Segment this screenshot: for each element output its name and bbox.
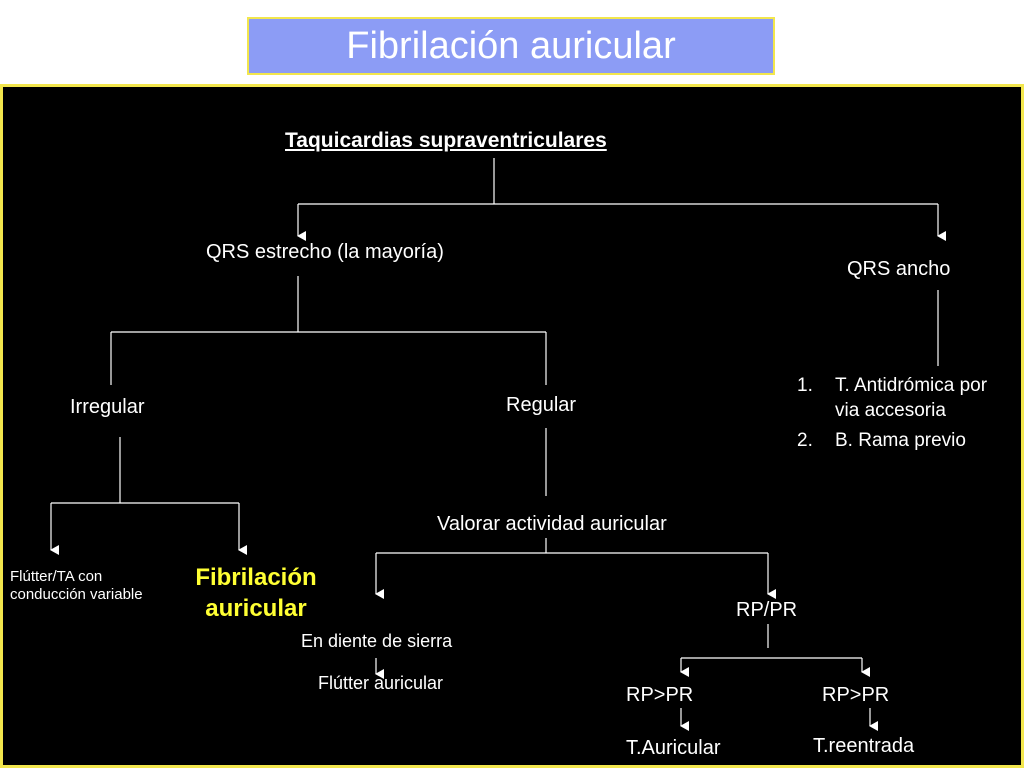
narrow-qrs-node: QRS estrecho (la mayoría) [206, 241, 444, 263]
slide-title: Fibrilación auricular [247, 17, 775, 75]
rp-gt-pr-left-node: RP>PR [626, 684, 694, 706]
rp-pr-node: RP/PR [736, 599, 798, 621]
flutter-ta-node: Flútter/TA con conducción variable [10, 568, 143, 603]
diagram-panel [0, 84, 1024, 768]
wide-qrs-cause-item: 1. T. Antidrómica por via accesoria [797, 375, 988, 421]
atrial-tachycardia-node: T.Auricular [626, 737, 721, 759]
wide-qrs-causes-list: 1. T. Antidrómica por via accesoria 2. B… [797, 374, 1015, 460]
atrial-flutter-node: Flútter auricular [318, 673, 444, 693]
regular-node: Regular [506, 394, 577, 416]
irregular-node: Irregular [70, 396, 145, 418]
rp-gt-pr-right-node: RP>PR [822, 684, 890, 706]
wide-qrs-cause-item: 2. B. Rama previo [797, 430, 966, 452]
reentrant-tachycardia-node: T.reentrada [813, 735, 915, 757]
slide-title-text: Fibrilación auricular [346, 24, 676, 67]
sawtooth-node: En diente de sierra [301, 631, 453, 651]
assess-atrial-activity-node: Valorar actividad auricular [437, 513, 667, 535]
atrial-fibrillation-node: Fibrilación auricular [195, 564, 317, 623]
wide-qrs-node: QRS ancho [847, 258, 951, 280]
root-node: Taquicardias supraventriculares [285, 129, 607, 152]
